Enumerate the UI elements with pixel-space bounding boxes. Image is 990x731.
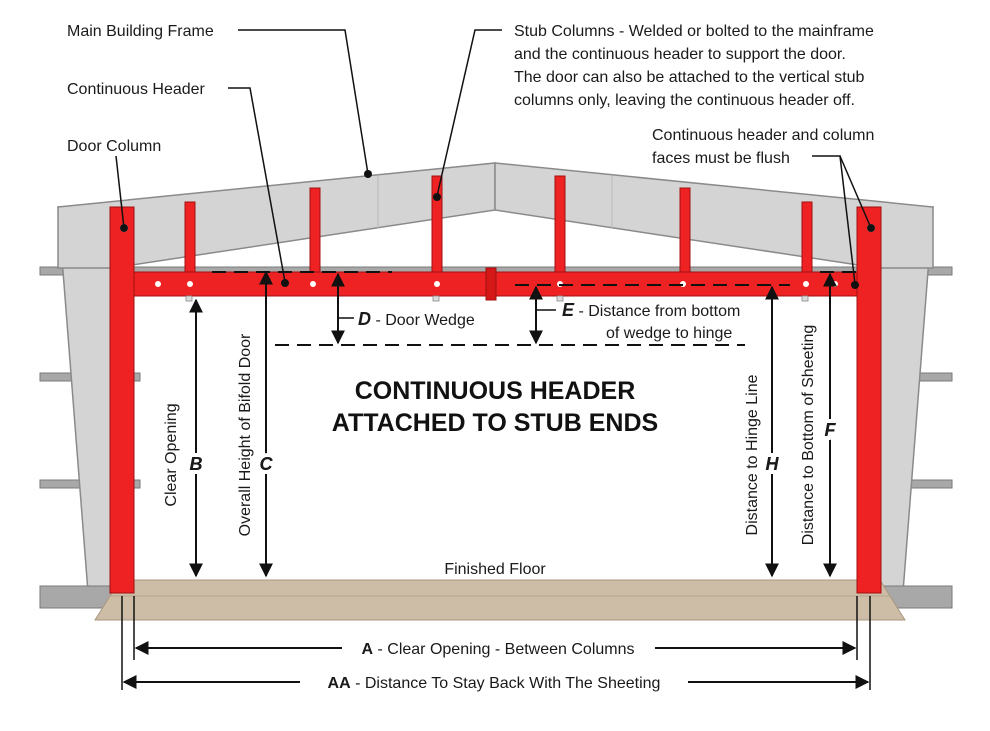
main-building-frame [39, 162, 953, 609]
dim-letter-a: A [361, 641, 373, 658]
dim-letter-h: H [766, 454, 780, 474]
stub-columns-note-line1: Stub Columns - Welded or bolted to the m… [514, 23, 874, 40]
dim-letter-c: C [260, 454, 274, 474]
dim-letter-b-ink: B [190, 454, 203, 474]
door-steel [109, 175, 882, 594]
main-building-frame-label: Main Building Frame [67, 23, 214, 40]
dim-letter-c-ink: C [260, 454, 274, 474]
door-wedge-label: D - Door Wedge [358, 309, 475, 329]
dimension-a-text: - Clear Opening - Between Columns [373, 641, 634, 658]
wedge-to-hinge-text2: of wedge to hinge [606, 325, 732, 342]
continuous-header-label: Continuous Header [67, 81, 206, 98]
dimension-aa-text: - Distance To Stay Back With The Sheetin… [351, 675, 661, 692]
dimension-a-label: A - Clear Opening - Between Columns [361, 641, 634, 658]
stub-columns-note-line4: columns only, leaving the continuous hea… [514, 92, 855, 109]
leader-lines [115, 29, 872, 285]
dim-letter-h-ink: H [766, 454, 780, 474]
overall-height-label: Overall Height of Bifold Door [237, 333, 254, 536]
door-wedge-text: - Door Wedge [371, 312, 475, 329]
stub-columns-note-line3: The door can also be attached to the ver… [514, 69, 865, 86]
horizontal-dimensions [122, 641, 870, 689]
door-column-label: Door Column [67, 138, 161, 155]
diagram-title-line1: CONTINUOUS HEADER [355, 377, 636, 405]
dim-letter-f-ink: F [825, 420, 837, 440]
wedge-to-hinge-label: E - Distance from bottom [562, 300, 740, 320]
dim-leader-ticks [338, 309, 556, 319]
diagram-title-line2: ATTACHED TO STUB ENDS [332, 409, 658, 437]
dim-letter-b: B [190, 454, 203, 474]
dimension-aa-label: AA - Distance To Stay Back With The Shee… [328, 675, 661, 692]
clear-opening-vertical-label: Clear Opening [163, 403, 180, 506]
horizontal-dimension-extensions [121, 596, 871, 690]
flush-note-line1: Continuous header and column [652, 127, 874, 144]
finished-floor-label: Finished Floor [444, 561, 546, 578]
finished-floor-slab [94, 579, 906, 621]
vertical-dimensions [189, 270, 837, 578]
distance-to-sheeting-label: Distance to Bottom of Sheeting [800, 325, 817, 546]
dim-letter-aa: AA [328, 675, 352, 692]
dim-letter-e: E [562, 300, 575, 320]
flush-note-line2: faces must be flush [652, 150, 790, 167]
wedge-to-hinge-text1: - Distance from bottom [574, 303, 740, 320]
dim-letter-d: D [358, 309, 371, 329]
stub-columns-note-line2: and the continuous header to support the… [514, 46, 846, 63]
distance-to-hinge-label: Distance to Hinge Line [744, 374, 761, 535]
